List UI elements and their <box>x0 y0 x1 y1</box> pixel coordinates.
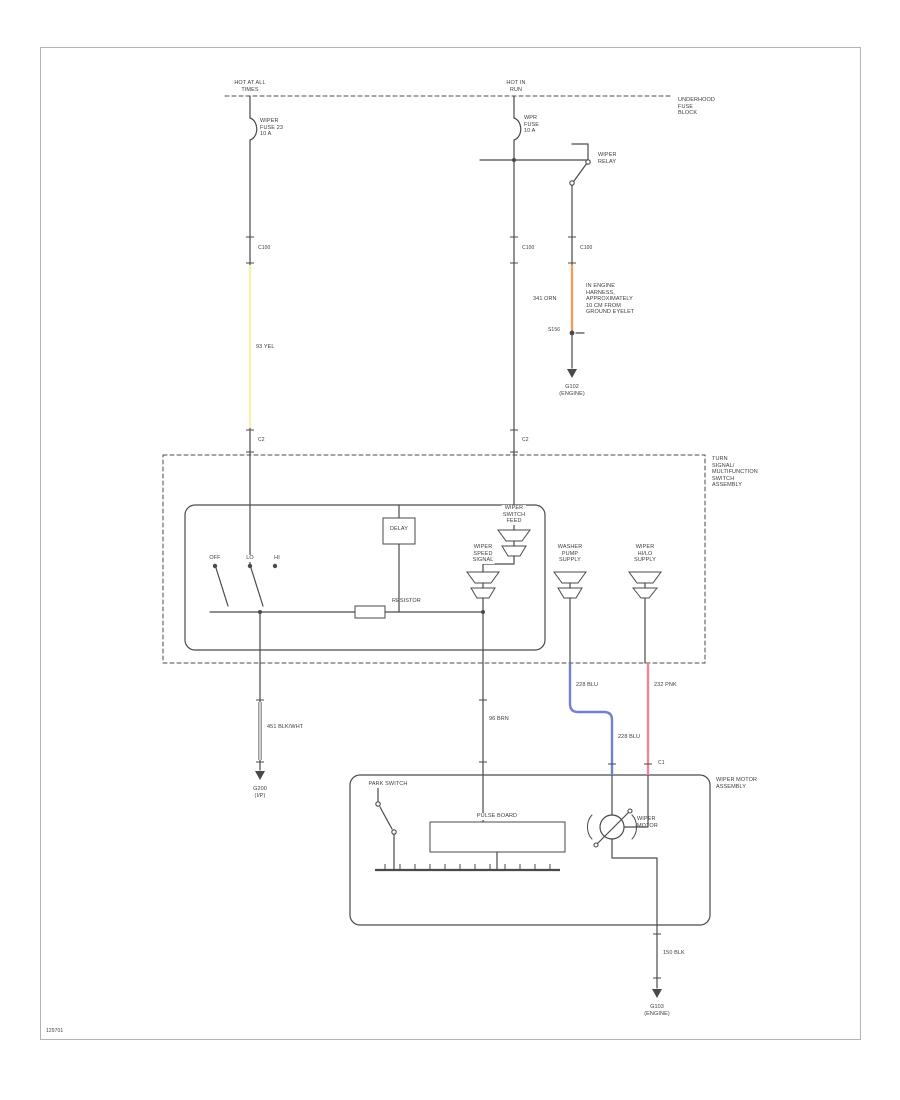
label-position-hi: HI <box>273 555 281 562</box>
connector-label-c1-motor: C1 <box>658 760 665 766</box>
wire-label-orange: 341 ORN <box>533 296 557 302</box>
label-wiper-motor-assembly: WIPER MOTOR ASSEMBLY <box>716 777 758 790</box>
connector-label-c100-right: C100 <box>580 245 593 251</box>
page-border <box>40 47 861 1040</box>
connector-label-c2-left: C2 <box>258 437 265 443</box>
label-out-speed: WIPER SPEED SIGNAL <box>471 544 495 564</box>
label-wiper-motor: WIPER MOTOR <box>637 816 658 829</box>
junction-dots <box>212 158 575 614</box>
label-hot-feed-left: HOT AT ALL TIMES <box>234 80 266 93</box>
connector-ticks <box>246 236 661 979</box>
motor-brush-arcs <box>587 814 637 840</box>
label-ground-g102: G102 (ENGINE) <box>559 384 585 397</box>
label-multifunction-switch-assembly: TURN SIGNAL/ MULTIFUNCTION SWITCH ASSEMB… <box>712 456 758 488</box>
wire-label-pink: 232 PNK <box>654 682 677 688</box>
label-out-feed: WIPER SWITCH FEED <box>501 505 527 525</box>
label-pulse-board: PULSE BOARD <box>475 813 519 820</box>
main-wiring-lines <box>209 95 658 989</box>
label-wiper-fuse: WIPER FUSE 23 10 A <box>260 118 284 137</box>
delay-box <box>382 517 416 545</box>
label-wiper-relay: WIPER RELAY <box>598 152 617 165</box>
terminal-comb-ticks <box>384 864 551 870</box>
label-position-off: OFF <box>208 555 222 562</box>
connector-label-c100-mid: C100 <box>522 245 535 251</box>
label-position-lo: LO <box>245 555 255 562</box>
multifunction-switch-inner-outline <box>184 504 546 651</box>
wire-label-black-bottom: 150 BLK <box>663 950 685 956</box>
label-ground-g103: G103 (ENGINE) <box>644 1004 670 1017</box>
resistor-box <box>354 605 386 619</box>
wire-label-blkwht: 451 BLK/WHT <box>267 724 304 730</box>
wire-label-yellow: 93 YEL <box>256 344 275 350</box>
pulse-board-box <box>429 821 566 853</box>
label-resistor: RESISTOR <box>392 598 421 604</box>
wiper-motor-outline <box>349 774 711 926</box>
label-ground-g200: G200 (I/P) <box>253 786 267 799</box>
wire-label-blue-lower: 228 BLU <box>618 734 641 740</box>
motor-circle <box>599 814 625 840</box>
label-delay: DELAY <box>388 526 410 533</box>
footer-code: 129701 <box>46 1028 64 1034</box>
ground-arrows <box>255 369 662 998</box>
label-wpr-fuse: WPR FUSE 10 A <box>524 115 540 134</box>
label-out-washer: WASHER PUMP SUPPLY <box>556 544 584 564</box>
connector-label-c100-left: C100 <box>258 245 271 251</box>
wire-label-blue-upper: 228 BLU <box>576 682 599 688</box>
label-underhood-fuse-block: UNDERHOOD FUSE BLOCK <box>678 97 715 116</box>
wire-label-brown: 96 BRN <box>489 716 509 722</box>
label-park-switch: PARK SWITCH <box>367 781 409 788</box>
fuse-symbols <box>249 117 522 141</box>
connector-label-c2-mid: C2 <box>522 437 529 443</box>
label-out-hilo: WIPER HI/LO SUPPLY <box>633 544 657 564</box>
multifunction-switch-dashed-outline <box>162 454 706 664</box>
label-splice-id: S156 <box>548 327 561 333</box>
connector-trapezoids <box>466 529 662 599</box>
contact-circles <box>375 159 633 848</box>
wire-blue <box>568 663 614 775</box>
label-hot-feed-right: HOT IN RUN <box>506 80 526 93</box>
label-splice-note: IN ENGINE HARNESS, APPROXIMATELY 10 CM F… <box>586 283 635 315</box>
